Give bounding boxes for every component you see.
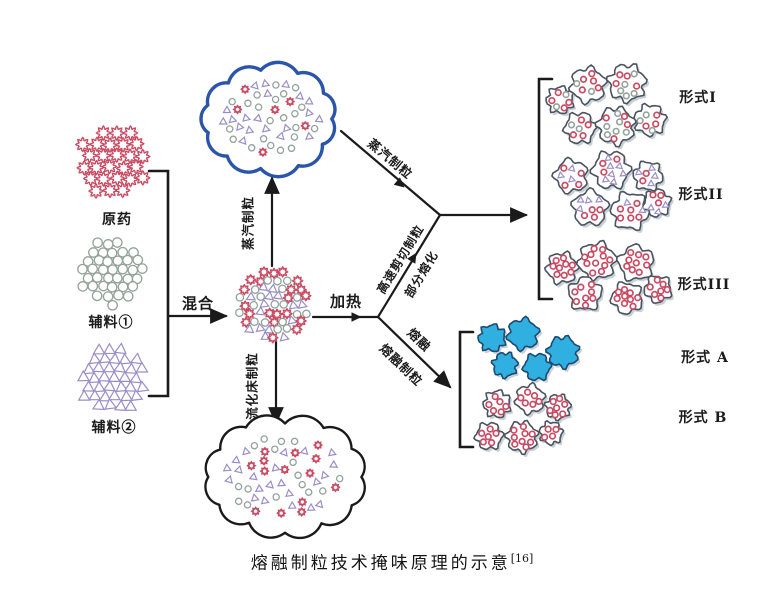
caption-reference: [16] (510, 551, 534, 565)
form-II-granules (551, 150, 674, 233)
label-raw-drug: 原药 (102, 212, 132, 228)
label-fluidized-bed-granulation: 流化床制粒 (244, 352, 260, 420)
steam-diagonal-line (339, 129, 442, 217)
form-A-granules (477, 315, 582, 383)
mixed-cluster (235, 265, 312, 344)
form-III-granules (544, 239, 674, 317)
excipient1-cluster (77, 237, 148, 311)
form-B-granules (473, 381, 574, 457)
label-excipient2: 辅料② (91, 420, 137, 436)
label-form-B: 形式 B (678, 410, 728, 426)
label-form-II: 形式II (678, 187, 724, 203)
label-mix: 混合 (181, 294, 215, 313)
raw-drug-cluster (74, 124, 151, 199)
high-shear-mid-arrowhead (407, 252, 417, 264)
left-bracket (147, 169, 170, 398)
forms-i-iii-bracket (537, 77, 554, 301)
form-I-granules (545, 63, 670, 150)
forms-a-b-bracket (458, 330, 475, 449)
label-excipient1: 辅料① (88, 315, 134, 331)
excipient2-cluster (76, 342, 150, 412)
label-steam-granulation-up: 蒸汽制粒 (240, 195, 256, 251)
label-form-A: 形式 A (681, 350, 729, 366)
heat-mid-arrowhead (351, 312, 362, 322)
label-form-III: 形式III (677, 277, 731, 293)
fluidized-bed-cloud (204, 414, 366, 540)
label-heat: 加热 (329, 292, 363, 311)
connectors (147, 77, 554, 449)
steam-diagonal-mid-arrowhead (393, 177, 405, 188)
figure-caption: 熔融制粒技术掩味原理的示意[16] (251, 549, 534, 574)
caption-text: 熔融制粒技术掩味原理的示意 (250, 553, 511, 574)
steam-granulation-cloud (199, 60, 337, 179)
melt-granulation-arrow (376, 315, 452, 389)
label-form-I: 形式I (679, 90, 717, 106)
high-shear-line (376, 213, 442, 319)
